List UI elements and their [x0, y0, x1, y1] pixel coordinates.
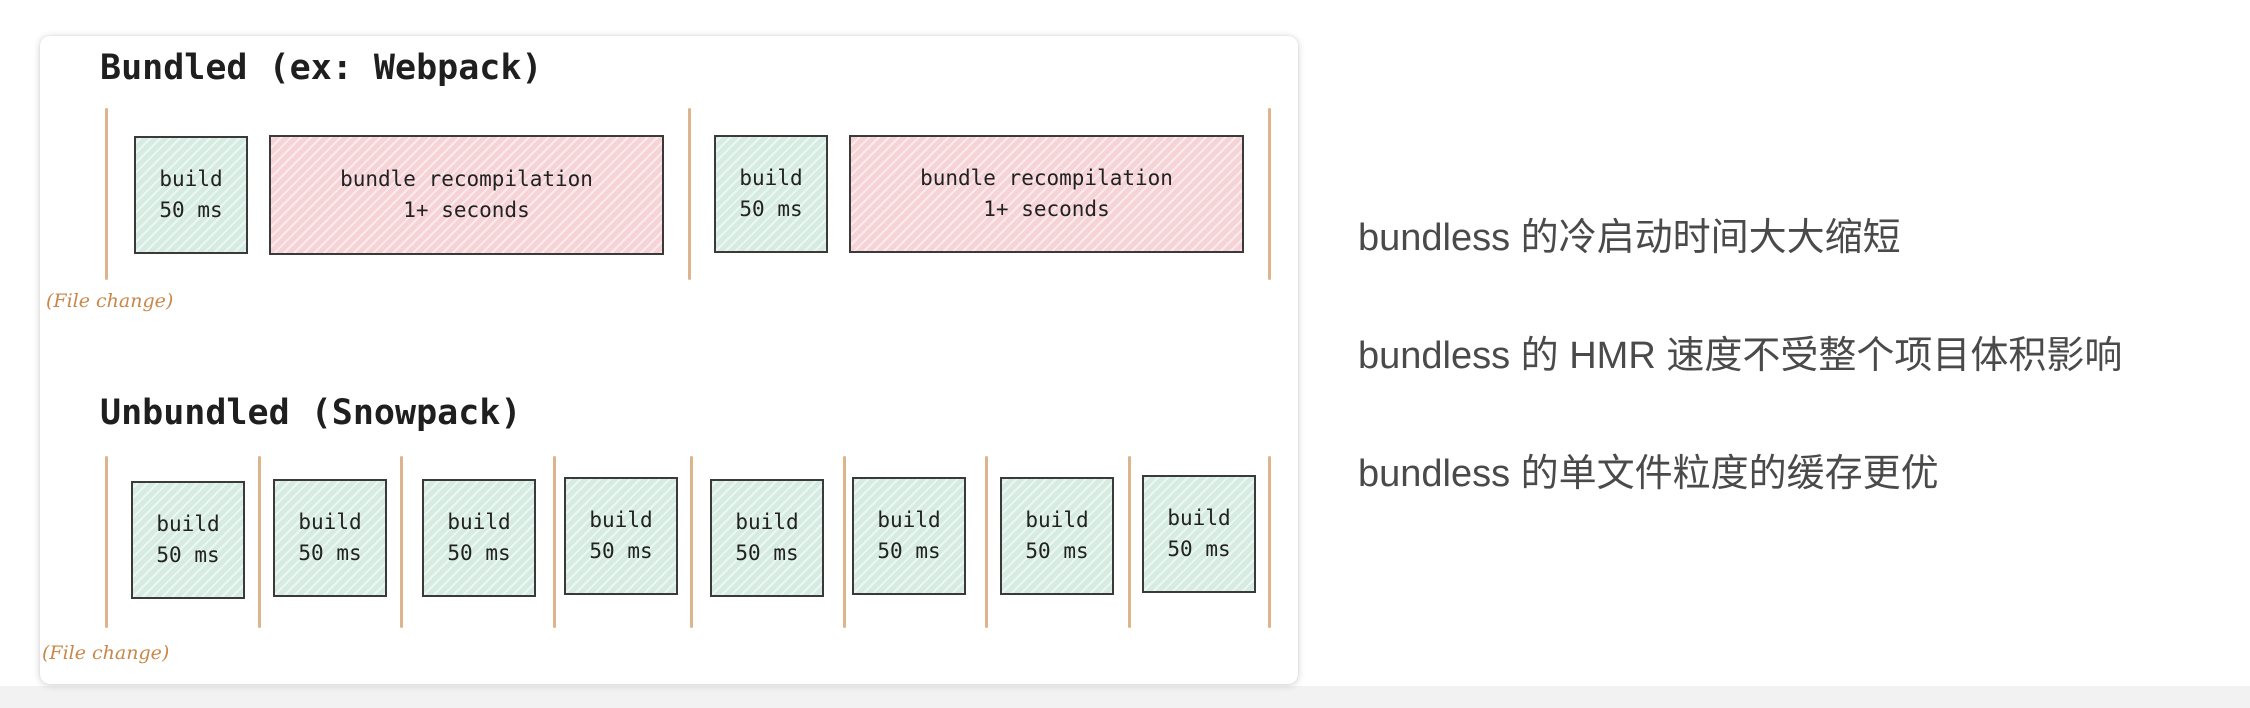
bullet-file-cache: bundless 的单文件粒度的缓存更优: [1358, 453, 1939, 495]
timeline-divider: [690, 456, 693, 628]
recompilation-duration: 1+ seconds: [403, 198, 530, 222]
build-box: build 50 ms: [131, 481, 245, 599]
file-change-label: (File change): [42, 642, 170, 664]
build-label: build: [447, 509, 511, 534]
file-change-label: (File change): [46, 290, 174, 312]
bullet-hmr-speed: bundless 的 HMR 速度不受整个项目体积影响: [1358, 335, 2123, 377]
recompilation-duration: 1+ seconds: [983, 197, 1110, 221]
build-duration: 50 ms: [159, 198, 223, 222]
build-box: build 50 ms: [710, 479, 824, 597]
timeline-divider: [1268, 108, 1271, 280]
build-label: build: [589, 507, 653, 532]
timeline-divider: [258, 456, 261, 628]
build-label: build: [877, 507, 941, 532]
build-duration: 50 ms: [589, 539, 653, 563]
build-duration: 50 ms: [298, 541, 362, 565]
build-box: build 50 ms: [134, 136, 248, 254]
diagram-card: Bundled (ex: Webpack) build 50 ms bundle…: [40, 36, 1298, 684]
build-label: build: [1167, 505, 1231, 530]
build-duration: 50 ms: [447, 541, 511, 565]
build-box: build 50 ms: [714, 135, 828, 253]
build-label: build: [1025, 507, 1089, 532]
build-box: build 50 ms: [422, 479, 536, 597]
build-duration: 50 ms: [877, 539, 941, 563]
recompilation-label: bundle recompilation: [920, 165, 1173, 190]
timeline-divider: [400, 456, 403, 628]
build-label: build: [156, 511, 220, 536]
build-box: build 50 ms: [1000, 477, 1114, 595]
timeline-divider: [1268, 456, 1271, 628]
bundle-recompilation-box: bundle recompilation 1+ seconds: [849, 135, 1244, 253]
unbundled-title: Unbundled (Snowpack): [100, 393, 522, 433]
timeline-divider: [985, 456, 988, 628]
build-duration: 50 ms: [156, 543, 220, 567]
bundled-title: Bundled (ex: Webpack): [100, 48, 543, 88]
build-label: build: [159, 166, 223, 191]
build-box: build 50 ms: [273, 479, 387, 597]
build-duration: 50 ms: [1167, 537, 1231, 561]
timeline-divider: [843, 456, 846, 628]
build-box: build 50 ms: [1142, 475, 1256, 593]
build-duration: 50 ms: [735, 541, 799, 565]
build-label: build: [735, 509, 799, 534]
timeline-divider: [688, 108, 691, 280]
timeline-divider: [553, 456, 556, 628]
timeline-divider: [105, 456, 108, 628]
bottom-band: [0, 686, 2250, 708]
recompilation-label: bundle recompilation: [340, 166, 593, 191]
build-box: build 50 ms: [852, 477, 966, 595]
build-label: build: [739, 165, 803, 190]
bullet-cold-start: bundless 的冷启动时间大大缩短: [1358, 217, 1901, 259]
build-duration: 50 ms: [739, 197, 803, 221]
bundle-recompilation-box: bundle recompilation 1+ seconds: [269, 135, 664, 255]
timeline-divider: [105, 108, 108, 280]
build-duration: 50 ms: [1025, 539, 1089, 563]
timeline-divider: [1128, 456, 1131, 628]
build-label: build: [298, 509, 362, 534]
build-box: build 50 ms: [564, 477, 678, 595]
